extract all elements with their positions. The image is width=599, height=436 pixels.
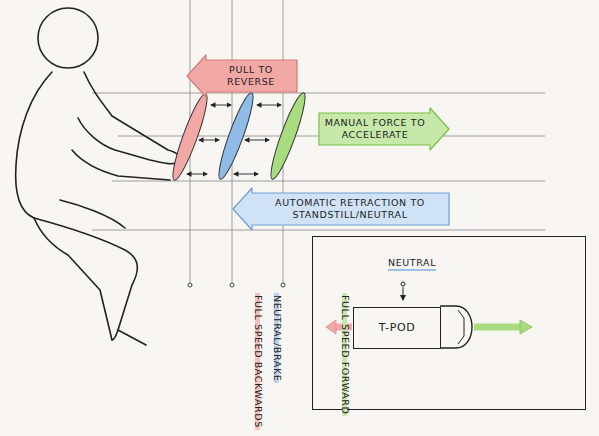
- arrow-text: PULL TO REVERSE: [186, 54, 298, 98]
- text-arrow: AUTOMATIC RETRACTION TO STANDSTILL/NEUTR…: [232, 187, 450, 231]
- inset-frame: NEUTRAL T-POD: [312, 236, 586, 410]
- state-label: NEUTRAL: [388, 257, 436, 271]
- arrow-outline: [319, 108, 449, 150]
- speed-label: FULL SPEED FORWARD: [340, 293, 351, 416]
- arrow-outline: [187, 55, 297, 97]
- lever-travel-arrows: [187, 105, 281, 174]
- seated-figure: [16, 8, 180, 345]
- guide-lines: [92, 0, 545, 283]
- arrow-text: AUTOMATIC RETRACTION TO STANDSTILL/NEUTR…: [232, 187, 450, 231]
- levers: [168, 90, 311, 182]
- speed-label: FULL SPEED BACKWARDS: [253, 293, 264, 430]
- text-arrow: PULL TO REVERSE: [186, 54, 298, 98]
- arrow-outline: [233, 188, 449, 230]
- arrow-text: MANUAL FORCE TO ACCELERATE: [318, 107, 450, 151]
- guide-ends: [188, 283, 285, 287]
- speed-label: NEUTRAL/BRAKE: [272, 293, 283, 383]
- inset-drawing: [326, 282, 532, 348]
- vehicle-name: T-POD: [379, 321, 415, 335]
- text-arrow: MANUAL FORCE TO ACCELERATE: [318, 107, 450, 151]
- vehicle-body: T-POD: [353, 307, 441, 349]
